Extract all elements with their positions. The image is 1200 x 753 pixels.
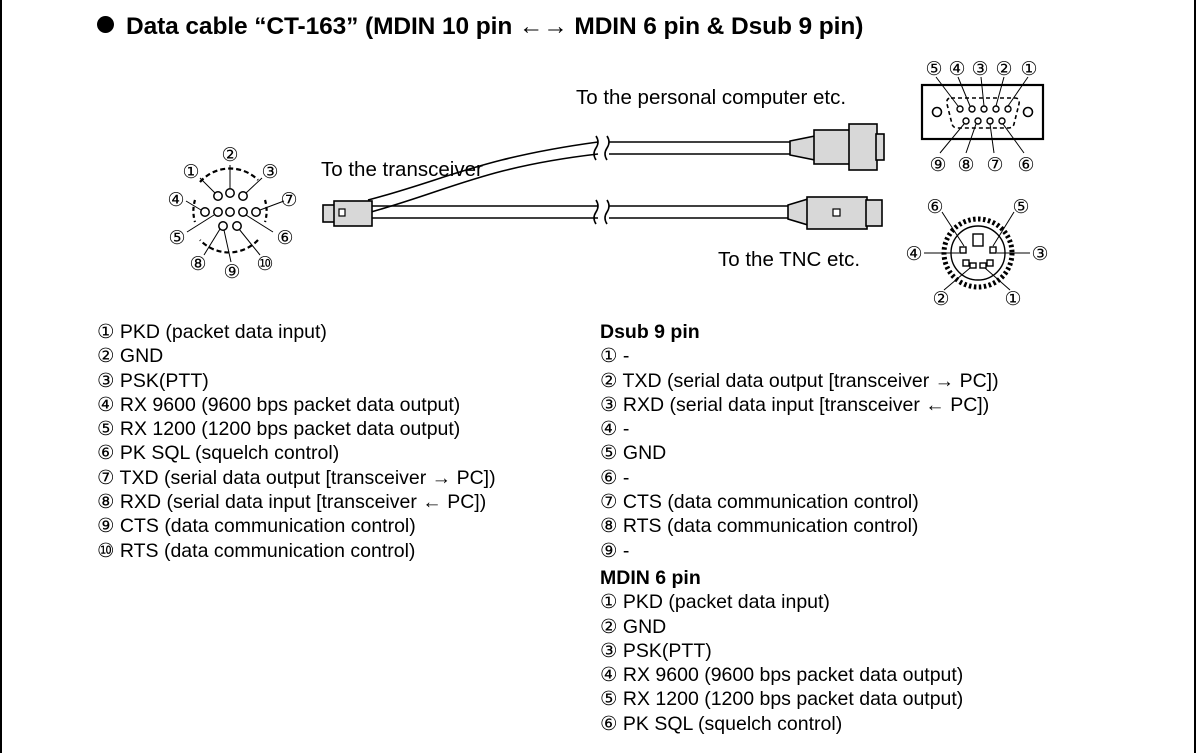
pin-description: ⑦ CTS (data communication control) bbox=[600, 491, 919, 514]
mdin10-pin-label: ⑥ bbox=[276, 227, 293, 249]
cable bbox=[367, 135, 815, 225]
mdin10-pin-label: ⑦ bbox=[280, 189, 297, 211]
right-pin-lists: Dsub 9 pin ① -② TXD (serial data output … bbox=[600, 320, 999, 736]
pin-description: ⑥ PK SQL (squelch control) bbox=[97, 442, 340, 465]
label-to-transceiver: To the transceiver bbox=[321, 158, 483, 181]
pin-description: ④ RX 9600 (9600 bps packet data output) bbox=[600, 664, 964, 687]
dsub9-pin-label: ① bbox=[1020, 58, 1037, 80]
label-to-tnc: To the TNC etc. bbox=[718, 248, 861, 271]
pin-description: ⑤ RX 1200 (1200 bps packet data output) bbox=[97, 418, 461, 441]
mdin10-pin-label: ⑩ bbox=[256, 253, 273, 275]
pin-description: ① - bbox=[600, 345, 630, 368]
dsub9-pin-label: ③ bbox=[971, 58, 988, 80]
pin-description: ⑥ - bbox=[600, 466, 630, 489]
label-to-pc: To the personal computer etc. bbox=[576, 86, 847, 109]
dsub9-pin-label: ⑦ bbox=[986, 154, 1003, 176]
pin-description: ⑤ GND bbox=[600, 442, 667, 465]
mdin6-pin-label: ⑤ bbox=[1012, 196, 1029, 218]
pin-description: ④ - bbox=[600, 418, 630, 441]
mdin6-pin-label: ② bbox=[932, 288, 949, 310]
pin-description: ⑩ RTS (data communication control) bbox=[97, 539, 416, 562]
dsub9-pin-numbers: ⑤ ④ ③ ② ① ⑨ ⑧ ⑦ ⑥ bbox=[925, 58, 1037, 176]
dsub9-pin-label: ⑤ bbox=[925, 58, 942, 80]
dsub9-pin-label: ⑥ bbox=[1017, 154, 1034, 176]
pin-description: ② GND bbox=[600, 615, 667, 638]
dsub9-pin-label: ⑧ bbox=[957, 154, 974, 176]
db9-plug bbox=[789, 123, 885, 171]
pin-description: ① PKD (packet data input) bbox=[97, 321, 327, 343]
mdin6-plug bbox=[787, 196, 883, 230]
pin-description: ① PKD (packet data input) bbox=[600, 591, 830, 614]
dsub9-pin-list: ① -② TXD (serial data output [transceive… bbox=[600, 344, 999, 563]
dsub9-heading: Dsub 9 pin bbox=[600, 321, 700, 343]
page-border-right bbox=[1194, 0, 1196, 753]
transceiver-plug bbox=[322, 200, 373, 227]
section-title: Data cable “CT-163” (MDIN 10 pin ←→ MDIN… bbox=[97, 13, 863, 41]
pin-description: ③ RXD (serial data input [transceiver ← … bbox=[600, 393, 990, 416]
mdin10-pin-label: ⑤ bbox=[168, 227, 185, 249]
pin-description: ③ PSK(PTT) bbox=[97, 369, 209, 392]
mdin10-pin-label: ⑨ bbox=[223, 261, 240, 283]
mdin10-connector bbox=[185, 165, 285, 263]
pin-description: ⑧ RTS (data communication control) bbox=[600, 515, 919, 538]
dsub9-pin-label: ⑨ bbox=[929, 154, 946, 176]
dsub9-connector bbox=[920, 76, 1045, 154]
bullet-icon bbox=[97, 16, 114, 33]
title-text: Data cable “CT-163” (MDIN 10 pin ←→ MDIN… bbox=[126, 13, 864, 40]
pin-description: ② GND bbox=[97, 345, 164, 368]
pin-description: ③ PSK(PTT) bbox=[600, 639, 712, 662]
dsub9-pin-label: ④ bbox=[948, 58, 965, 80]
mdin10-pin-label: ② bbox=[221, 144, 238, 166]
pin-description: ⑨ - bbox=[600, 539, 630, 562]
pin-description: ⑦ TXD (serial data output [transceiver →… bbox=[97, 466, 496, 489]
mdin6-pin-label: ⑥ bbox=[926, 196, 943, 218]
pin-description: ⑤ RX 1200 (1200 bps packet data output) bbox=[600, 688, 964, 711]
mdin10-pin-label: ⑧ bbox=[189, 253, 206, 275]
mdin6-pin-numbers: ⑥ ⑤ ④ ③ ② ① bbox=[905, 196, 1048, 310]
pin-description: ⑧ RXD (serial data input [transceiver ← … bbox=[97, 491, 487, 514]
mdin10-pin-numbers: ① ② ③ ④ ⑤ ⑥ ⑦ ⑧ ⑨ ⑩ bbox=[167, 144, 297, 283]
mdin6-connector bbox=[924, 211, 1030, 291]
pin-description: ⑨ CTS (data communication control) bbox=[97, 515, 416, 538]
mdin6-heading: MDIN 6 pin bbox=[600, 566, 701, 589]
mdin6-pin-label: ③ bbox=[1031, 243, 1048, 265]
pin-description: ② TXD (serial data output [transceiver →… bbox=[600, 369, 999, 392]
mdin6-pin-label: ① bbox=[1004, 288, 1021, 310]
dsub9-pin-label: ② bbox=[995, 58, 1012, 80]
mdin6-pin-label: ④ bbox=[905, 243, 922, 265]
mdin10-pin-label: ③ bbox=[261, 161, 278, 183]
pin-description: ⑥ PK SQL (squelch control) bbox=[600, 712, 843, 735]
mdin10-pin-label: ④ bbox=[167, 189, 184, 211]
pin-description: ④ RX 9600 (9600 bps packet data output) bbox=[97, 393, 461, 416]
page-border-left bbox=[0, 0, 2, 753]
mdin10-pin-label: ① bbox=[182, 161, 199, 183]
